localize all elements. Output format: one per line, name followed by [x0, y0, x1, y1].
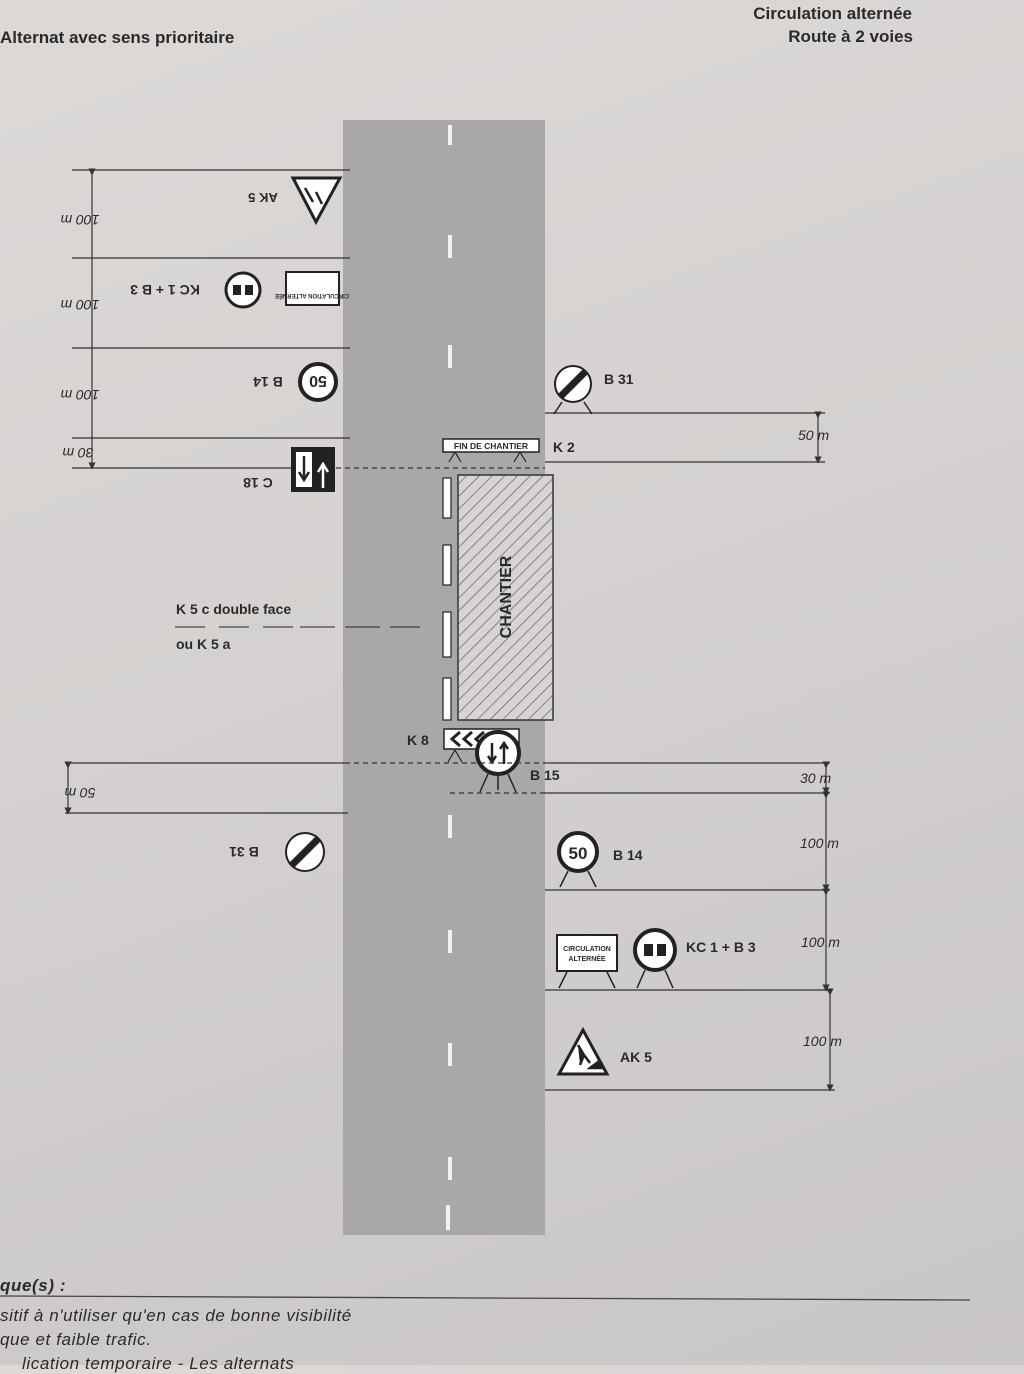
svg-text:50: 50 — [309, 372, 327, 389]
notes-line-2: que et faible trafic. — [0, 1330, 152, 1349]
b15-sign — [475, 730, 521, 793]
dist-right-2: 100 m — [801, 934, 840, 950]
ak5-label-top: AK 5 — [248, 190, 278, 205]
dist-right-3: 100 m — [803, 1033, 842, 1049]
left-top-dimension-lines — [72, 168, 545, 470]
right-top-dimension-lines — [545, 411, 825, 464]
c18-label: C 18 — [243, 475, 273, 491]
svg-text:50: 50 — [569, 844, 588, 863]
notes-line-1: sitif à n'utiliser qu'en cas de bonne vi… — [0, 1306, 352, 1325]
ak5-sign-bottom — [556, 1026, 610, 1076]
notes-line-3: lication temporaire - Les alternats — [22, 1354, 295, 1373]
k5-label-1: K 5 c double face — [176, 601, 291, 617]
k5-cones — [442, 477, 452, 721]
kc1b3-label-top: KC 1 + B 3 — [130, 282, 200, 298]
k2-label: K 2 — [553, 439, 575, 455]
b31-label-top: B 31 — [604, 371, 634, 387]
svg-text:ALTERNÉE: ALTERNÉE — [568, 954, 606, 963]
title-right-2: Route à 2 voies — [788, 27, 913, 46]
b31-label-bottom: B 31 — [229, 844, 259, 860]
b31-sign-bottom — [285, 832, 325, 872]
dist-right-top: 50 m — [798, 427, 829, 443]
bottom-dimension-lines — [64, 761, 835, 1092]
dist-left-2: 100 m — [60, 297, 99, 313]
notes-heading: que(s) : — [0, 1276, 67, 1295]
k5-label-2: ou K 5 a — [176, 636, 231, 652]
title-left: Alternat avec sens prioritaire — [0, 28, 234, 47]
ak5-sign-top — [290, 176, 343, 226]
b14-sign-top: 50 — [298, 362, 338, 402]
dist-right-1: 100 m — [800, 835, 839, 851]
b3-sign-bottom — [633, 928, 677, 989]
dist-left-bottom: 50 m — [64, 785, 95, 801]
dist-right-30: 30 m — [800, 770, 831, 786]
ak5-label-bottom: AK 5 — [620, 1049, 652, 1065]
circulation-sign-top: CIRCULATION ALTERNÉE — [275, 292, 349, 300]
title-right-1: Circulation alternée — [753, 4, 912, 23]
kc1b3-label-bottom: KC 1 + B 3 — [686, 939, 756, 955]
k2-sign: FIN DE CHANTIER — [442, 438, 540, 463]
kc1-sign-bottom: CIRCULATION ALTERNÉE — [556, 934, 618, 989]
c18-sign — [291, 447, 335, 492]
worksite-label: CHANTIER — [498, 555, 515, 638]
kc1-sign-top: CIRCULATION ALTERNÉE — [275, 271, 349, 306]
notes-divider — [0, 1295, 971, 1301]
b14-label-top: B 14 — [253, 374, 283, 390]
k8-label: K 8 — [407, 732, 429, 748]
dist-left-4: 30 m — [62, 445, 93, 461]
b15-label: B 15 — [530, 767, 560, 783]
road-center-markings — [446, 125, 452, 1230]
b14-sign-bottom: 50 — [557, 831, 599, 888]
svg-text:CIRCULATION: CIRCULATION — [563, 946, 611, 953]
b3-sign-top — [224, 271, 262, 309]
b31-sign-top — [553, 365, 593, 415]
svg-text:FIN DE CHANTIER: FIN DE CHANTIER — [454, 441, 528, 451]
dist-left-1: 100 m — [60, 212, 99, 228]
b14-label-bottom: B 14 — [613, 847, 643, 863]
dist-left-3: 100 m — [60, 387, 99, 403]
